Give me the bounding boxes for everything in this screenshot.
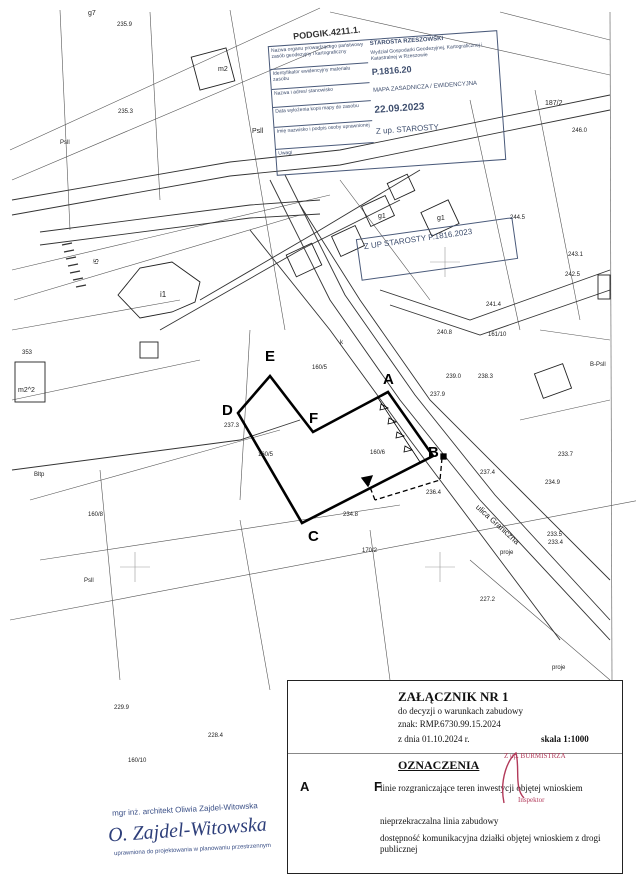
- stamp-signer: Z up. STAROSTY: [375, 122, 440, 136]
- point-e: E: [265, 348, 276, 365]
- building-i1: [117, 261, 201, 319]
- elevation: 237.3: [224, 423, 240, 429]
- parcel-label: 353: [22, 350, 33, 356]
- parcel-label: i5: [92, 258, 101, 265]
- decision-number: znak: RMP.6730.99.15.2024: [398, 719, 501, 729]
- buildings: [14, 47, 611, 403]
- building-m2: [190, 47, 236, 91]
- access-arrow: [360, 453, 447, 501]
- parcel-label: Bltp: [34, 472, 45, 478]
- elevation: 236.4: [426, 490, 442, 496]
- legend-building-line-desc: nieprzekraczalna linia zabudowy: [380, 816, 499, 826]
- legend-divider: [288, 753, 622, 754]
- elevation: 243.1: [568, 252, 584, 258]
- mayor-stamp-line2: Inspektor: [518, 796, 545, 804]
- point-d: D: [222, 402, 233, 419]
- parcel-label: 160/8: [88, 512, 104, 518]
- parcel-label: 160/5: [312, 365, 328, 371]
- legend-point-f: F: [374, 779, 382, 794]
- elevation: 234.8: [343, 512, 359, 518]
- elevation: 235.3: [118, 109, 134, 115]
- investment-boundary: [236, 373, 435, 525]
- elevation: 246.0: [572, 128, 588, 134]
- map-tag: proje: [552, 665, 566, 671]
- elevation: 239.0: [446, 374, 462, 380]
- elevation: 240.8: [437, 330, 453, 336]
- parcel-label: B-Psll: [590, 362, 606, 368]
- map-scale: skala 1:1000: [541, 734, 589, 744]
- parcel-label: g7: [88, 10, 96, 17]
- parcel-label: Psll: [60, 140, 70, 146]
- elevation: 237.4: [480, 470, 496, 476]
- elevation: 233.4: [548, 540, 564, 546]
- point-b: B: [428, 444, 439, 461]
- elevation: 233.5: [547, 532, 563, 538]
- elevation: 227.2: [480, 597, 496, 603]
- stamp-date: 22.09.2023: [374, 101, 425, 116]
- parcel-label: g1: [378, 213, 386, 220]
- parcel-lines: [9, 7, 636, 691]
- parcel-label: i1: [160, 290, 167, 299]
- point-c: C: [308, 528, 319, 545]
- mayor-stamp: Z up. BURMISTRZA Inspektor: [496, 751, 586, 804]
- parcel-label: m2: [218, 66, 228, 73]
- grid-crosses: [120, 247, 460, 582]
- decision-date: z dnia 01.10.2024 r.: [398, 734, 470, 744]
- legend-heading: OZNACZENIA: [398, 758, 480, 772]
- map-tag: proje: [500, 550, 514, 556]
- legend-access-desc: dostępność komunikacyjna działki objętej…: [380, 833, 601, 854]
- parcel-label: 187/2: [545, 100, 563, 107]
- elevation: 233.7: [558, 452, 574, 458]
- designer-stamp: mgr inż. architekt Oliwia Zajdel-Witowsk…: [107, 801, 292, 865]
- elevation: 244.5: [510, 215, 526, 221]
- parcel-label: Psll: [84, 578, 94, 584]
- parcel-label: 160/5: [258, 452, 274, 458]
- slope-hatch: [61, 242, 87, 288]
- building-line: [377, 397, 421, 463]
- decision-line: do decyzji o warunkach zabudowy: [398, 706, 523, 716]
- map-tag: k: [340, 340, 343, 346]
- official-stamp: Nazwa organu prowadzącego państwowy zasó…: [267, 30, 507, 176]
- elevation: 238.3: [478, 374, 494, 380]
- legend-boundary-desc: linie rozgraniczające teren inwestycji o…: [380, 783, 583, 793]
- elevation: 229.9: [114, 705, 130, 711]
- elevation: 235.9: [117, 22, 133, 28]
- mayor-stamp-line1: Z up. BURMISTRZA: [504, 752, 566, 760]
- elevation: 242.5: [565, 272, 581, 278]
- designer-signature: O. Zajdel-Witowska: [107, 813, 268, 847]
- mayor-signature-icon: [502, 751, 525, 804]
- elevation: 234.9: [545, 480, 561, 486]
- parcel-label: 170/2: [362, 548, 378, 554]
- parcel-label: Psll: [252, 128, 264, 135]
- annex-title: ZAŁĄCZNIK NR 1: [398, 689, 509, 704]
- parcel-label: 160/10: [128, 758, 147, 764]
- road-lines: [11, 94, 611, 641]
- legend-panel: ZAŁĄCZNIK NR 1 do decyzji o warunkach za…: [287, 680, 623, 874]
- elevation: 237.9: [430, 392, 446, 398]
- parcel-label: 161/10: [488, 332, 507, 338]
- point-f: F: [309, 410, 319, 427]
- legend-point-a: A: [300, 779, 310, 794]
- elevation: 228.4: [208, 733, 224, 739]
- parcel-label: m2^2: [18, 387, 35, 394]
- stamp-position: MAPA ZASADNICZA / EWIDENCYJNA: [372, 80, 478, 94]
- building-m2-2: [14, 361, 46, 403]
- parcel-label: g1: [437, 215, 445, 222]
- elevation: 241.4: [486, 302, 502, 308]
- parcel-label: 160/6: [370, 450, 386, 456]
- point-a: A: [383, 371, 394, 388]
